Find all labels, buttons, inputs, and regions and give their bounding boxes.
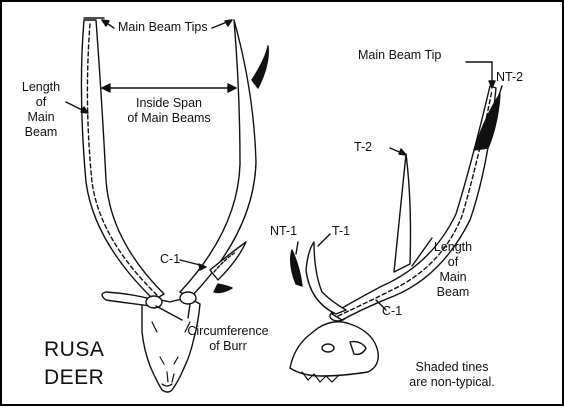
c1-right-label: C-1 [382,304,402,319]
side-t1-tine [306,242,346,314]
t2-label: T-2 [354,140,372,155]
front-left-main-beam [81,20,164,300]
title-label: RUSA DEER [44,336,104,392]
front-right-burr [180,292,196,304]
side-t2-tine [394,154,411,272]
t1-label: T-1 [332,224,350,239]
main-beam-tips-label: Main Beam Tips [118,20,208,35]
inside-span-label: Inside Span of Main Beams [116,96,222,126]
front-right-shaded-tine-low [214,284,232,293]
front-right-main-beam [180,20,256,298]
front-right-shaded-tine [252,46,268,88]
main-beam-tip-label: Main Beam Tip [358,48,441,63]
shaded-tines-note: Shaded tines are non-typical. [392,360,512,390]
length-of-main-beam-left-label: Length of Main Beam [18,80,64,140]
c1-left-label: C-1 [160,252,180,267]
circumference-of-burr-label: Circumference of Burr [178,324,278,354]
nt2-label: NT-2 [496,70,523,85]
nt1-label: NT-1 [270,224,297,239]
side-nt1-shaded [291,250,302,286]
length-of-main-beam-right-label: Length of Main Beam [428,240,478,300]
front-left-burr [146,296,162,308]
